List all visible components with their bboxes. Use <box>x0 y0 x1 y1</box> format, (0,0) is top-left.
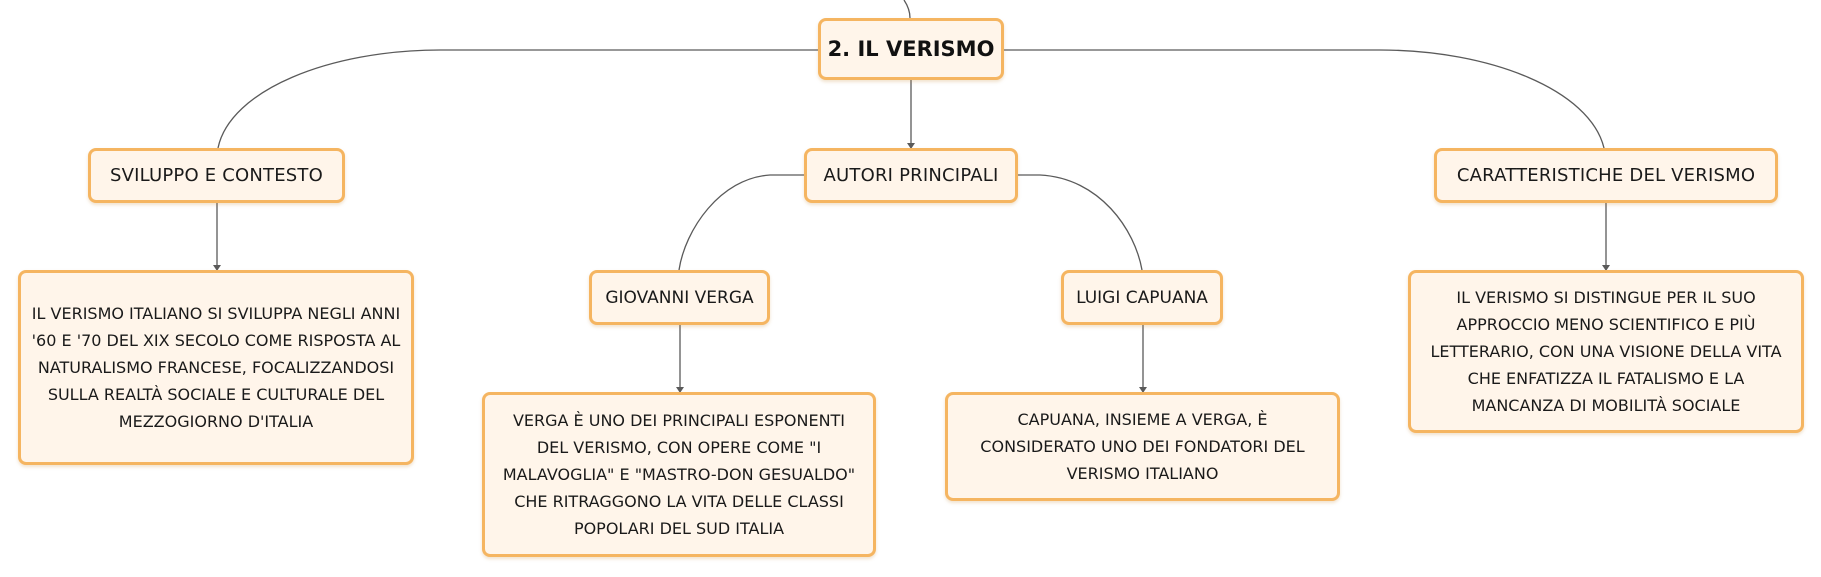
connector-root-to-sviluppo <box>217 49 820 149</box>
arrowhead-capuana-detail <box>1139 387 1147 393</box>
arrowhead-autori <box>907 143 915 149</box>
root-label: 2. IL VERISMO <box>827 37 995 61</box>
topic-label-sviluppo: SVILUPPO E CONTESTO <box>109 165 323 186</box>
connector-autori-to-capuana <box>1016 174 1143 271</box>
subtopic-label-verga: GIOVANNI VERGA <box>605 287 754 308</box>
topic-label-caratteristiche: CARATTERISTICHE DEL VERISMO <box>1456 165 1756 186</box>
arrowhead-caratteristiche-detail <box>1602 265 1610 271</box>
detail-node-caratteristiche[interactable]: IL VERISMO SI DISTINGUE PER IL SUO APPRO… <box>1408 270 1804 433</box>
detail-text-caratteristiche: IL VERISMO SI DISTINGUE PER IL SUO APPRO… <box>1430 288 1782 415</box>
connector-parent-to-root <box>903 0 911 19</box>
root-node[interactable]: 2. IL VERISMO <box>818 18 1004 80</box>
detail-node-verga[interactable]: VERGA È UNO DEI PRINCIPALI ESPONENTI DEL… <box>482 392 876 557</box>
connector-root-to-caratteristiche <box>1002 49 1605 149</box>
detail-node-capuana[interactable]: CAPUANA, INSIEME A VERGA, È CONSIDERATO … <box>945 392 1340 501</box>
arrowhead-verga-detail <box>676 387 684 393</box>
topic-node-caratteristiche[interactable]: CARATTERISTICHE DEL VERISMO <box>1434 148 1778 203</box>
arrowhead-sviluppo-detail <box>213 265 221 271</box>
detail-text-sviluppo: IL VERISMO ITALIANO SI SVILUPPA NEGLI AN… <box>31 304 401 431</box>
detail-text-verga: VERGA È UNO DEI PRINCIPALI ESPONENTI DEL… <box>502 411 856 538</box>
topic-label-autori: AUTORI PRINCIPALI <box>823 165 999 186</box>
subtopic-node-capuana[interactable]: LUIGI CAPUANA <box>1061 270 1223 325</box>
subtopic-label-capuana: LUIGI CAPUANA <box>1076 287 1208 308</box>
connector-autori-to-verga <box>678 174 806 271</box>
detail-node-sviluppo[interactable]: IL VERISMO ITALIANO SI SVILUPPA NEGLI AN… <box>18 270 414 465</box>
subtopic-node-verga[interactable]: GIOVANNI VERGA <box>589 270 770 325</box>
topic-node-sviluppo[interactable]: SVILUPPO E CONTESTO <box>88 148 345 203</box>
topic-node-autori[interactable]: AUTORI PRINCIPALI <box>804 148 1018 203</box>
detail-text-capuana: CAPUANA, INSIEME A VERGA, È CONSIDERATO … <box>980 410 1305 483</box>
